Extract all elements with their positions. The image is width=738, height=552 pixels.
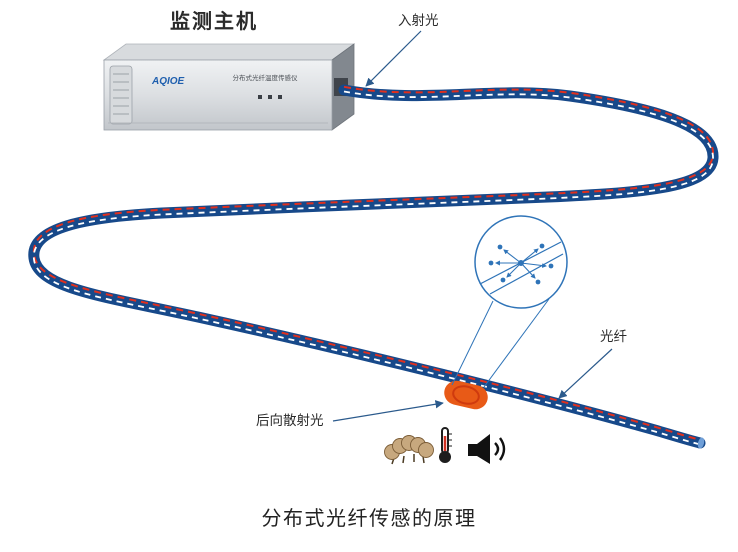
fiber-arrow bbox=[558, 348, 613, 399]
sensing-icons bbox=[384, 427, 506, 465]
scattering-magnifier bbox=[474, 215, 568, 309]
strain-worm-icon bbox=[384, 435, 434, 465]
device-vent-slots bbox=[113, 73, 129, 115]
thermometer-ticks bbox=[449, 433, 452, 447]
fiber-label: 光纤 bbox=[600, 329, 627, 344]
backscatter-label: 后向散射光 bbox=[256, 413, 324, 428]
backscatter-arrow bbox=[332, 400, 444, 422]
device-brand-text: AQIOE bbox=[151, 76, 185, 87]
fiber-cable-body bbox=[34, 90, 713, 443]
device-panel-text: 分布式光纤温度传感仪 bbox=[233, 73, 299, 82]
device-front-panel bbox=[103, 59, 333, 131]
backscatter-light-dash bbox=[32, 90, 714, 446]
sensing-zone-highlight bbox=[444, 380, 488, 410]
device-led-indicators bbox=[258, 95, 282, 99]
fiber-end-face bbox=[697, 437, 705, 449]
fiber-cable bbox=[34, 87, 713, 449]
scatter-arrows bbox=[495, 248, 547, 279]
device-vent bbox=[109, 65, 133, 125]
scatter-dots bbox=[488, 243, 554, 285]
diagram-title: 分布式光纤传感的原理 bbox=[261, 508, 477, 530]
device-label: 监测主机 bbox=[170, 11, 258, 33]
monitoring-host-device: AQIOE 分布式光纤温度传感仪 bbox=[102, 43, 356, 131]
incident-light-arrow bbox=[365, 30, 422, 87]
label-arrows bbox=[332, 30, 613, 422]
device-top-face bbox=[102, 43, 356, 61]
sound-speaker-icon bbox=[468, 434, 506, 464]
worm-segments bbox=[384, 435, 434, 460]
magnifier-callout-lines bbox=[451, 298, 550, 388]
thermometer-icon bbox=[439, 427, 452, 463]
incident-light-dash bbox=[32, 85, 715, 441]
sensing-zone-ring bbox=[452, 385, 480, 405]
incident-light-label: 入射光 bbox=[398, 13, 439, 28]
